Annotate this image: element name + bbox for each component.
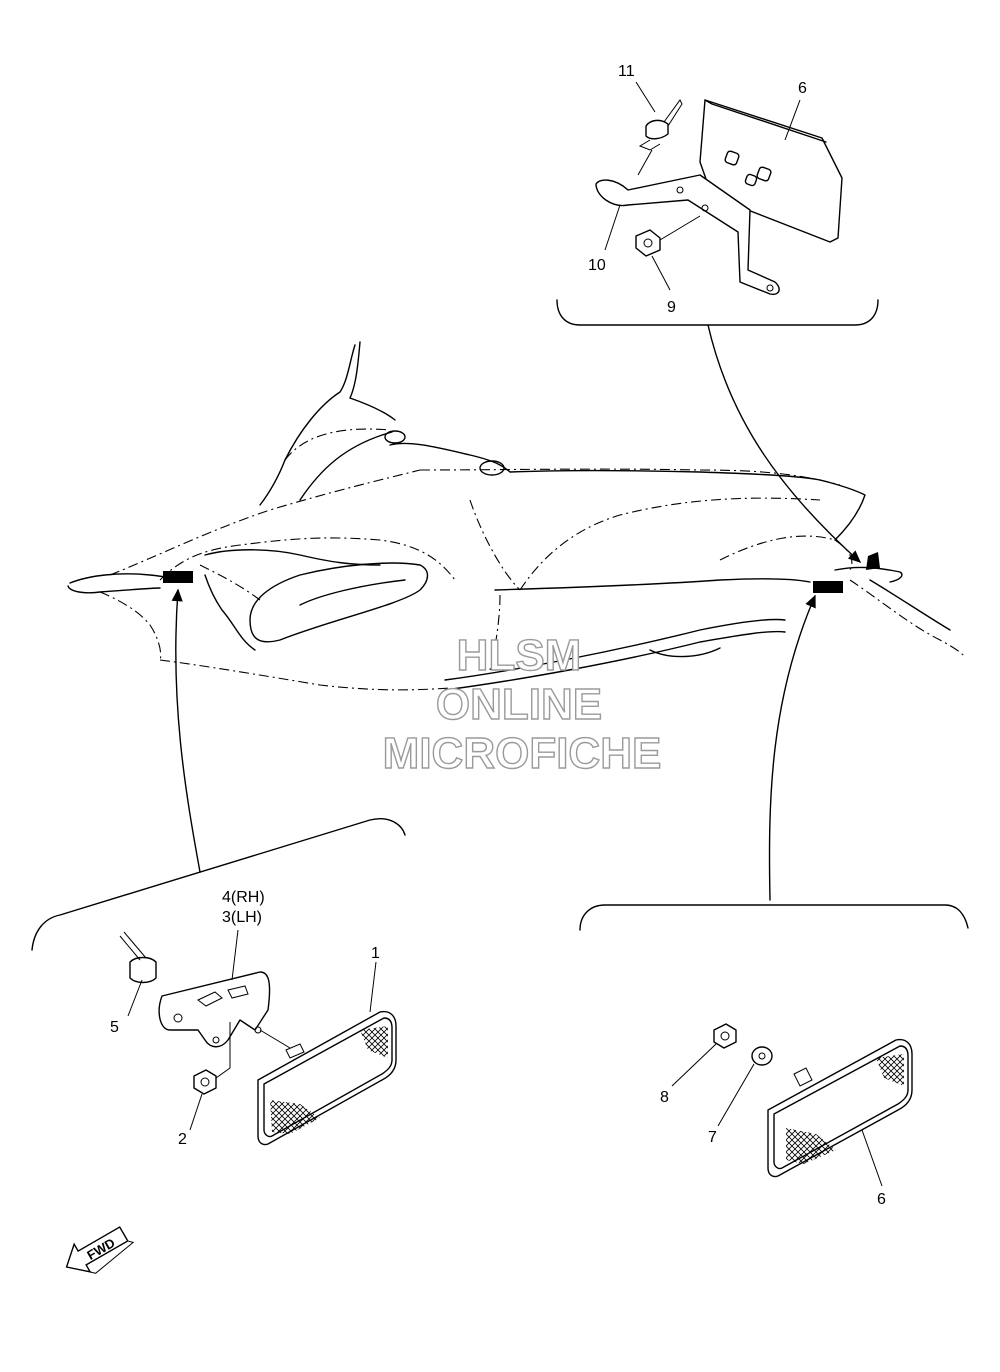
label-part-8: 8 xyxy=(660,1089,669,1106)
label-part-6-bottom: 6 xyxy=(877,1191,886,1208)
front-reflector-mark xyxy=(163,571,193,583)
front-rivet-5 xyxy=(119,931,157,984)
rear-reflector-mark xyxy=(813,581,843,593)
label-part-3: 3(LH) xyxy=(222,909,262,926)
label-part-4: 4(RH) xyxy=(222,889,265,906)
rear-lower-detail-frame xyxy=(579,904,969,931)
watermark-line-3: MICROFICHE xyxy=(383,729,662,778)
label-part-9: 9 xyxy=(667,299,676,316)
rear-reflector-6-bottom xyxy=(767,1038,913,1178)
fwd-arrow-icon: FWD xyxy=(65,1226,135,1274)
watermark-line-1: HLSM xyxy=(457,631,582,680)
front-bracket xyxy=(158,971,271,1048)
rear-washer-7 xyxy=(751,1046,773,1066)
rear-rivet-11 xyxy=(638,99,683,151)
label-part-10: 10 xyxy=(588,257,606,274)
front-leader-lines xyxy=(127,929,377,1131)
watermark-line-2: ONLINE xyxy=(436,680,602,729)
label-part-6-top: 6 xyxy=(798,80,807,97)
rear-nut-8 xyxy=(713,1023,737,1049)
label-part-2: 2 xyxy=(178,1131,187,1148)
label-part-7: 7 xyxy=(708,1129,717,1146)
front-detail-frame xyxy=(31,818,406,951)
rear-bracket xyxy=(595,174,780,296)
callout-arrows xyxy=(171,324,862,901)
watermark: HLSM ONLINE MICROFICHE xyxy=(382,630,662,778)
rear-reflector-top xyxy=(699,99,843,243)
label-part-5: 5 xyxy=(110,1019,119,1036)
rear-nut-9 xyxy=(635,215,701,257)
label-part-11: 11 xyxy=(618,63,635,80)
rear-detail-frame xyxy=(556,299,879,326)
rear-lower-leader-lines xyxy=(671,1043,883,1187)
rear-leader-lines xyxy=(604,81,801,291)
front-nut-2 xyxy=(193,1022,231,1095)
front-reflector-1 xyxy=(257,1010,397,1146)
snowmobile-outline xyxy=(67,341,966,691)
label-part-1: 1 xyxy=(371,945,380,962)
